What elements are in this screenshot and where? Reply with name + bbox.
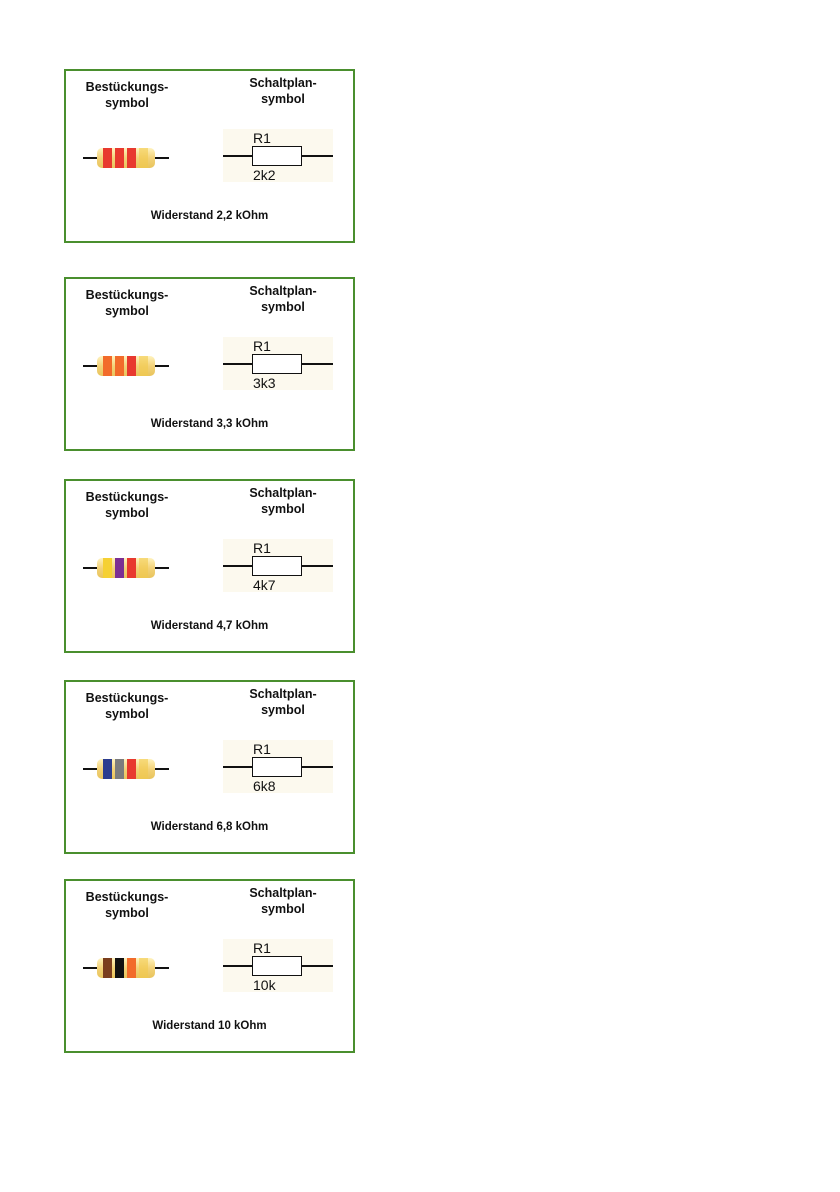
color-band — [103, 558, 112, 578]
color-band — [127, 148, 136, 168]
resistor-component-icon — [97, 356, 155, 376]
resistor-caption: Widerstand 2,2 kOhm — [150, 210, 269, 222]
color-band — [103, 759, 112, 779]
resistor-lead-left — [83, 365, 99, 367]
color-band — [139, 759, 148, 779]
schematic-lead-left — [223, 766, 253, 768]
resistor-card: Bestückungs- symbol Schaltplan- symbol R… — [64, 680, 355, 854]
color-band — [115, 558, 124, 578]
color-band — [127, 759, 136, 779]
resistor-lead-right — [153, 567, 169, 569]
schematic-lead-right — [301, 155, 333, 157]
placement-symbol-label: Bestückungs- symbol — [85, 890, 169, 920]
resistor-caption: Widerstand 6,8 kOhm — [150, 821, 269, 833]
schematic-lead-right — [301, 965, 333, 967]
resistor-component-icon — [97, 148, 155, 168]
resistor-schematic-icon — [252, 354, 302, 374]
schematic-lead-left — [223, 155, 253, 157]
resistor-schematic-icon — [252, 956, 302, 976]
resistor-value: 4k7 — [253, 577, 276, 593]
color-band — [127, 356, 136, 376]
reference-designator: R1 — [253, 338, 271, 354]
schematic-symbol-label: Schaltplan- symbol — [249, 486, 317, 516]
reference-designator: R1 — [253, 130, 271, 146]
schematic-lead-left — [223, 363, 253, 365]
resistor-lead-left — [83, 157, 99, 159]
color-band — [139, 558, 148, 578]
placement-symbol-label: Bestückungs- symbol — [85, 288, 169, 318]
resistor-schematic-icon — [252, 757, 302, 777]
schematic-symbol-label: Schaltplan- symbol — [249, 284, 317, 314]
resistor-value: 10k — [253, 977, 276, 993]
color-band — [139, 356, 148, 376]
resistor-card: Bestückungs- symbol Schaltplan- symbol R… — [64, 879, 355, 1053]
color-band — [139, 958, 148, 978]
resistor-component-icon — [97, 558, 155, 578]
reference-designator: R1 — [253, 540, 271, 556]
resistor-schematic-icon — [252, 556, 302, 576]
color-band — [127, 558, 136, 578]
schematic-lead-right — [301, 766, 333, 768]
resistor-component-icon — [97, 958, 155, 978]
reference-designator: R1 — [253, 940, 271, 956]
placement-symbol-label: Bestückungs- symbol — [85, 490, 169, 520]
color-band — [115, 148, 124, 168]
resistor-card: Bestückungs- symbol Schaltplan- symbol R… — [64, 277, 355, 451]
resistor-lead-left — [83, 567, 99, 569]
resistor-component-icon — [97, 759, 155, 779]
resistor-card: Bestückungs- symbol Schaltplan- symbol R… — [64, 69, 355, 243]
schematic-symbol-label: Schaltplan- symbol — [249, 886, 317, 916]
placement-symbol-label: Bestückungs- symbol — [85, 691, 169, 721]
resistor-lead-right — [153, 365, 169, 367]
color-band — [115, 356, 124, 376]
color-band — [115, 958, 124, 978]
color-band — [103, 356, 112, 376]
resistor-lead-right — [153, 967, 169, 969]
resistor-card: Bestückungs- symbol Schaltplan- symbol R… — [64, 479, 355, 653]
resistor-caption: Widerstand 3,3 kOhm — [150, 418, 269, 430]
schematic-lead-left — [223, 965, 253, 967]
resistor-caption: Widerstand 10 kOhm — [152, 1020, 267, 1032]
resistor-lead-left — [83, 768, 99, 770]
schematic-lead-right — [301, 565, 333, 567]
color-band — [139, 148, 148, 168]
schematic-symbol-label: Schaltplan- symbol — [249, 687, 317, 717]
resistor-value: 2k2 — [253, 167, 276, 183]
resistor-lead-left — [83, 967, 99, 969]
color-band — [103, 148, 112, 168]
resistor-caption: Widerstand 4,7 kOhm — [150, 620, 269, 632]
color-band — [127, 958, 136, 978]
resistor-schematic-icon — [252, 146, 302, 166]
color-band — [103, 958, 112, 978]
schematic-lead-left — [223, 565, 253, 567]
resistor-value: 6k8 — [253, 778, 276, 794]
resistor-lead-right — [153, 157, 169, 159]
reference-designator: R1 — [253, 741, 271, 757]
schematic-symbol-label: Schaltplan- symbol — [249, 76, 317, 106]
schematic-lead-right — [301, 363, 333, 365]
color-band — [115, 759, 124, 779]
placement-symbol-label: Bestückungs- symbol — [85, 80, 169, 110]
resistor-value: 3k3 — [253, 375, 276, 391]
resistor-lead-right — [153, 768, 169, 770]
